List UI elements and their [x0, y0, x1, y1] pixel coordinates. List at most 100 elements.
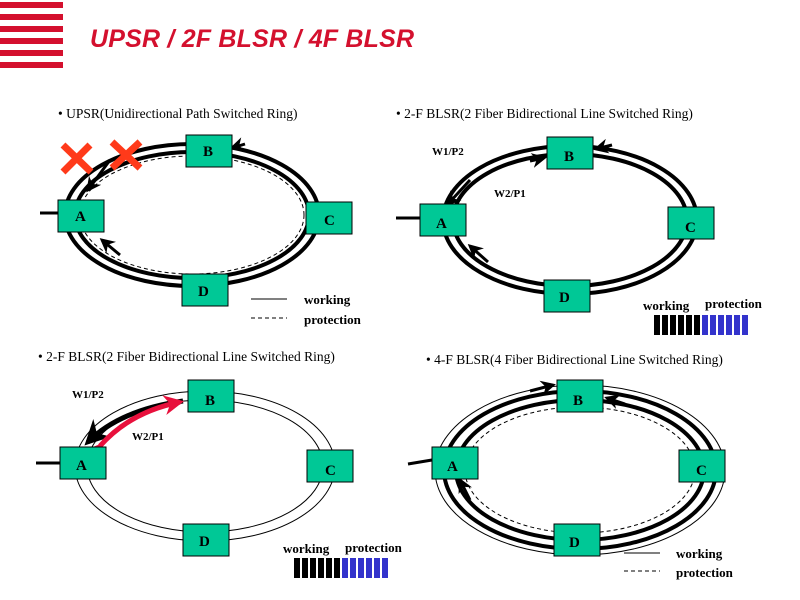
node-d: D	[553, 523, 601, 557]
label-w2p1: W2/P1	[494, 188, 526, 200]
bandwidth-bar	[654, 315, 748, 335]
node-label: A	[76, 458, 87, 474]
node-a: A	[419, 203, 467, 237]
protection-slot	[358, 558, 364, 578]
stripe	[0, 14, 63, 20]
node-b: B	[185, 134, 233, 168]
node-label: C	[324, 213, 335, 229]
upsr-arrow-from-d	[99, 238, 121, 257]
label-w1p2: W1/P2	[432, 146, 464, 158]
legend-protection-label: protection	[304, 312, 362, 327]
arrow-from-d	[467, 244, 489, 264]
node-c: C	[678, 449, 726, 483]
tributary-a	[407, 458, 433, 466]
protection-slot	[366, 558, 372, 578]
stripe	[0, 26, 63, 32]
node-a: A	[59, 446, 107, 480]
node-b: B	[546, 136, 594, 170]
blsr2-bottom-ring: W1/P2 W2/P1 A B C D working protection	[36, 379, 403, 578]
legend: working protection	[251, 292, 362, 327]
protection-slot	[710, 315, 716, 335]
legend-protection-label: protection	[345, 540, 403, 555]
protection-slot	[718, 315, 724, 335]
panel-title-upsr: • UPSR(Unidirectional Path Switched Ring…	[58, 106, 298, 121]
node-label: D	[198, 284, 209, 300]
blsr2-top-ring: W1/P2 W2/P1 A B C D working protection	[396, 136, 763, 335]
working-slot	[662, 315, 668, 335]
arrow-w1p2	[445, 178, 472, 207]
legend: working protection	[624, 546, 734, 580]
protection-slot	[382, 558, 388, 578]
failure-x-icon	[60, 142, 94, 175]
working-slot	[294, 558, 300, 578]
node-label: D	[559, 290, 570, 306]
working-slot	[686, 315, 692, 335]
panel-title-blsr4: • 4-F BLSR(4 Fiber Bidirectional Line Sw…	[426, 352, 723, 367]
node-label: A	[436, 216, 447, 232]
stripe	[0, 62, 63, 68]
node-c: C	[667, 206, 715, 240]
node-d: D	[181, 273, 229, 307]
node-label: B	[564, 149, 574, 165]
node-a: A	[431, 446, 479, 480]
upsr-arrow-into-b	[229, 137, 246, 152]
upsr-arrow-to-a	[86, 159, 112, 193]
node-label: D	[569, 535, 580, 551]
upsr-protection-path	[79, 155, 305, 275]
working-slot	[694, 315, 700, 335]
protection-slot	[350, 558, 356, 578]
working-slot	[670, 315, 676, 335]
stripe	[0, 50, 63, 56]
node-a: A	[57, 199, 105, 233]
legend-protection-label: protection	[705, 296, 763, 311]
panel-title-blsr2-top: • 2-F BLSR(2 Fiber Bidirectional Line Sw…	[396, 106, 693, 121]
protection-slot	[702, 315, 708, 335]
stripe	[0, 38, 63, 44]
blsr4-ring: A B C D working protection	[407, 379, 734, 580]
legend-working-label: working	[283, 541, 330, 556]
legend-working-label: working	[304, 292, 351, 307]
node-c: C	[306, 449, 354, 483]
legend-working-label: working	[676, 546, 723, 561]
fiber-inner	[451, 152, 689, 288]
bandwidth-bar	[294, 558, 388, 578]
arrow-w2p1	[529, 153, 547, 168]
upsr-inner-fiber	[73, 150, 311, 280]
upsr-ring: A B C D working protection	[40, 134, 362, 327]
protection-fiber-inner	[464, 406, 696, 534]
fiber-outer	[74, 390, 336, 542]
node-d: D	[543, 279, 591, 313]
arrow-into-b-right	[604, 394, 626, 409]
protection-slot	[734, 315, 740, 335]
node-label: C	[325, 463, 336, 479]
legend-protection-label: protection	[676, 565, 734, 580]
panel-title-blsr2-bottom: • 2-F BLSR(2 Fiber Bidirectional Line Sw…	[38, 349, 335, 364]
protection-slot	[742, 315, 748, 335]
legend-working-label: working	[643, 298, 690, 313]
node-label: B	[573, 393, 583, 409]
node-d: D	[182, 523, 230, 557]
working-slot	[302, 558, 308, 578]
working-slot	[678, 315, 684, 335]
node-label: B	[205, 393, 215, 409]
working-slot	[318, 558, 324, 578]
node-label: D	[199, 534, 210, 550]
node-label: C	[696, 463, 707, 479]
node-b: B	[187, 379, 235, 413]
node-c: C	[305, 201, 353, 235]
node-label: A	[447, 459, 458, 475]
working-slot	[310, 558, 316, 578]
arrow-into-b	[529, 380, 556, 396]
arrow-into-b	[593, 138, 613, 154]
protection-slot	[374, 558, 380, 578]
arrow-into-a	[458, 477, 473, 501]
working-slot	[334, 558, 340, 578]
label-w1p2: W1/P2	[72, 389, 104, 401]
protection-slot	[342, 558, 348, 578]
failure-x-icon	[109, 139, 143, 171]
node-label: A	[75, 209, 86, 225]
stripe	[0, 2, 63, 8]
page-title: UPSR / 2F BLSR / 4F BLSR	[90, 25, 415, 53]
protection-slot	[726, 315, 732, 335]
label-w2p1: W2/P1	[132, 431, 164, 443]
